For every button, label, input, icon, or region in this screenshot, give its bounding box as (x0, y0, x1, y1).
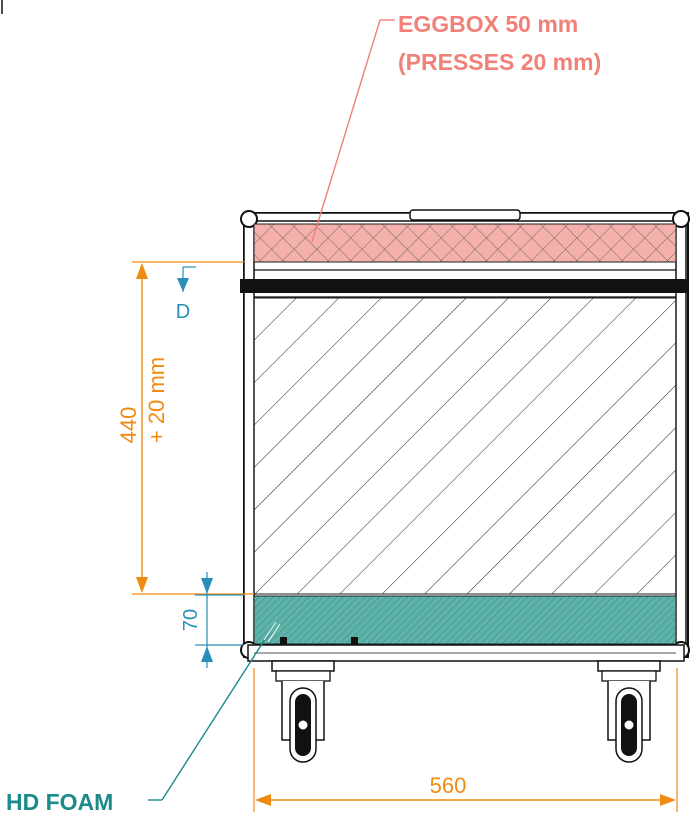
height-extra-value: + 20 mm (144, 357, 169, 443)
lid-seam (240, 269, 688, 298)
base-height-dimension (195, 572, 244, 668)
hd-foam-leader (148, 621, 281, 801)
caster-right (597, 660, 661, 763)
main-cavity (253, 297, 677, 595)
height-value: 440 (116, 407, 141, 444)
eggbox-label: EGGBOX 50 mm (398, 11, 578, 37)
eggbox-presses-label: (PRESSES 20 mm) (398, 49, 601, 75)
case-base (247, 644, 685, 662)
hd-foam-layer (253, 595, 677, 645)
width-value: 560 (430, 773, 467, 798)
depth-label: D (176, 301, 190, 323)
caster-left (271, 660, 335, 763)
height-dimension (132, 261, 254, 595)
eggbox-leader (311, 19, 395, 243)
hd-foam-label: HD FOAM (6, 789, 113, 815)
depth-marker (177, 266, 196, 292)
width-dimension (253, 668, 678, 812)
eggbox-foam-layer (253, 223, 677, 263)
base-height-value: 70 (180, 609, 202, 631)
